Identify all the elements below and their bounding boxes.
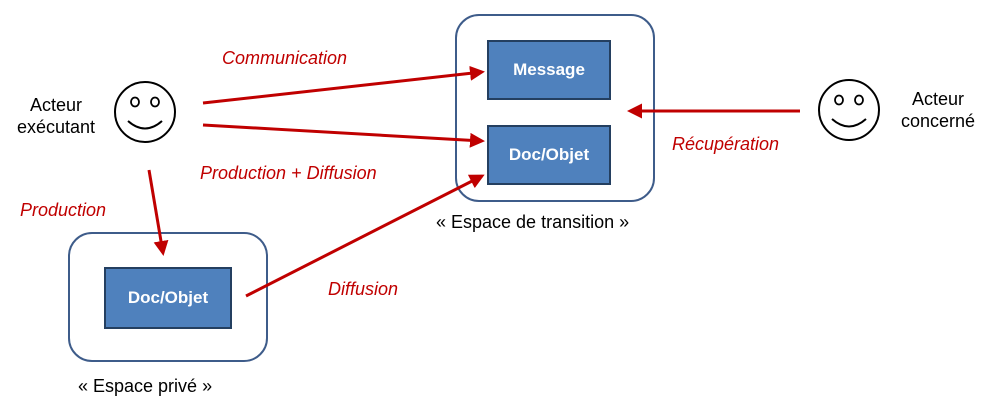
actor-concerne-line2: concerné	[900, 111, 976, 131]
recuperation-label: Récupération	[672, 134, 780, 154]
production-diffusion-label: Production + Diffusion	[200, 163, 377, 183]
doc-object-transition-box: Doc/Objet	[487, 125, 611, 185]
actor-concerne-line1: Acteur	[911, 89, 965, 109]
actor-concerne-label: Acteur concerné	[888, 88, 988, 132]
actor-executant-line1: Acteur	[29, 95, 83, 115]
doc-object-transition-label: Doc/Objet	[508, 145, 590, 164]
diffusion-arrow-icon	[245, 174, 485, 298]
actor-executant-smiley-icon	[114, 81, 176, 143]
doc-object-private-box: Doc/Objet	[104, 267, 232, 329]
doc-object-private-label: Doc/Objet	[127, 288, 209, 307]
production-arrow-icon	[147, 169, 169, 256]
transition-space-label: « Espace de transition »	[436, 212, 630, 232]
diffusion-label: Diffusion	[328, 279, 399, 299]
production-label: Production	[20, 200, 107, 220]
private-space-label: « Espace privé »	[78, 376, 213, 396]
production-diffusion-arrow-icon	[202, 123, 485, 148]
actor-concerne-smiley-icon	[818, 79, 880, 141]
communication-label: Communication	[222, 48, 348, 68]
actor-executant-line2: exécutant	[16, 117, 96, 137]
message-box: Message	[487, 40, 611, 100]
message-box-label: Message	[513, 60, 585, 79]
communication-arrow-icon	[202, 65, 485, 105]
actor-executant-label: Acteur exécutant	[2, 94, 110, 138]
